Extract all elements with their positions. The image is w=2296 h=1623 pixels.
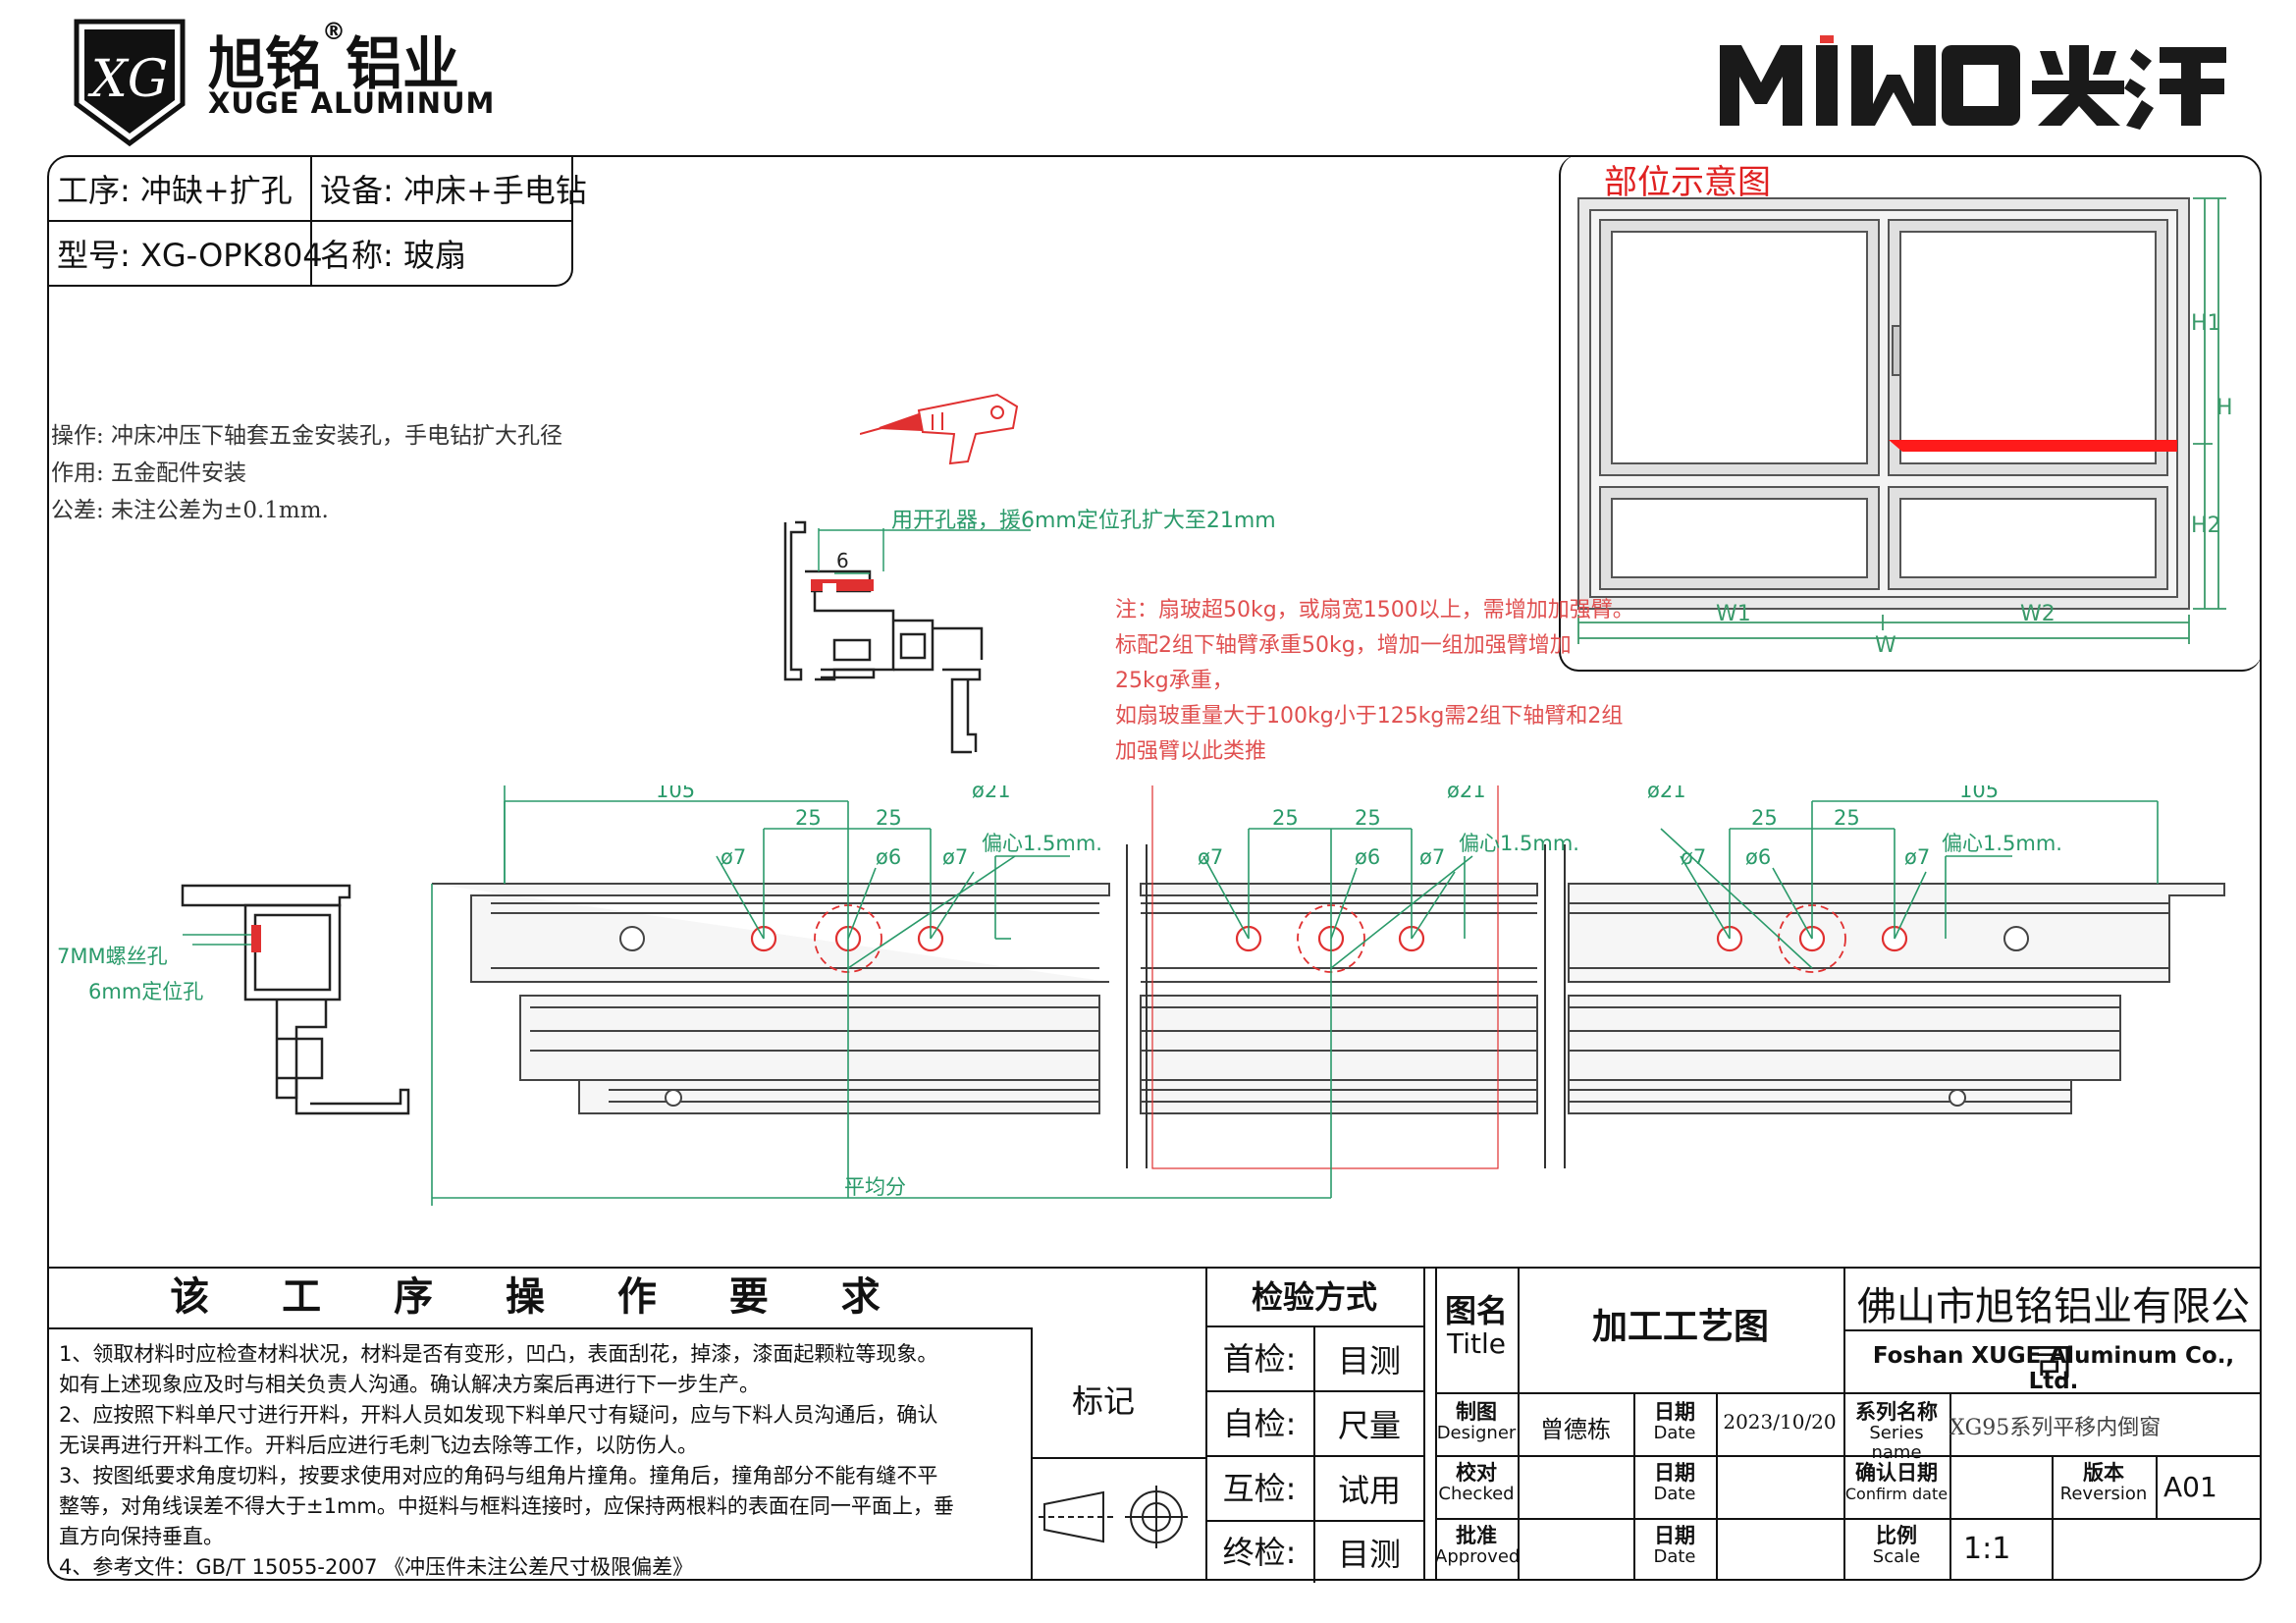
note-operation: 操作: 冲床冲压下轴套五金安装孔，手电钻扩大孔径 — [51, 423, 563, 449]
warning-note: 注：扇玻超50kg，或扇宽1500以上，需增加加强臂。 标配2组下轴臂承重50k… — [1115, 598, 1634, 764]
hole-right-end — [2003, 926, 2029, 951]
svg-text:ø7: ø7 — [942, 845, 968, 869]
drill-icon — [860, 393, 1019, 465]
company-name-cn: 佛山市旭铭铝业有限公司 — [1857, 1284, 2250, 1386]
inspection-row: 首检:目测 — [1205, 1327, 1423, 1392]
date-value: 2023/10/20 — [1723, 1410, 1837, 1434]
inspection-table: 首检:目测 自检:尺量 互检:试用 终检:目测 — [1205, 1327, 1423, 1583]
hole-left-end — [619, 926, 645, 951]
xuge-shield-icon: XG — [74, 19, 186, 147]
designer-value: 曾德栋 — [1540, 1416, 1611, 1443]
miwo-logo — [1720, 35, 2230, 134]
svg-text:偏心1.5mm.: 偏心1.5mm. — [1942, 832, 2062, 855]
label-screw-hole: 7MM螺丝孔 — [57, 945, 168, 968]
label-w1: W1 — [1716, 602, 1751, 626]
svg-text:25: 25 — [1834, 806, 1860, 830]
dim-6: 6 — [836, 549, 849, 572]
svg-text:ø7: ø7 — [1419, 845, 1445, 869]
dim-25: 25 — [795, 806, 822, 830]
company-name-en: Foshan XUGE Aluminum Co., Ltd. — [1872, 1343, 2235, 1394]
svg-text:ø7: ø7 — [1681, 845, 1706, 869]
label-h: H — [2216, 396, 2233, 420]
dim-phi6: ø6 — [876, 845, 901, 869]
svg-text:偏心1.5mm.: 偏心1.5mm. — [1459, 832, 1579, 855]
process-label: 工序: 冲缺+扩孔 — [57, 172, 293, 209]
position-diagram-box — [1559, 155, 2262, 672]
req-item: 1、领取材料时应检查材料状况，材料是否有变形，凹凸，表面刮花，掉漆，漆面起颗粒等… — [59, 1342, 938, 1366]
label-w: W — [1875, 633, 1896, 658]
dim-phi21: ø21 — [972, 785, 1011, 802]
brand-name-cn: 旭铭®铝业 — [208, 18, 460, 97]
brand-name-en: XUGE ALUMINUM — [208, 86, 496, 120]
revision-value: A01 — [2163, 1471, 2217, 1503]
extrusion-plan: 105 25 25 ø21 ø7 ø6 ø7 偏心1.5mm. 25 25 ø2… — [431, 785, 2225, 1206]
position-diagram-title: 部位示意图 — [1604, 163, 1771, 202]
model-label: 型号: XG-OPK804 — [57, 237, 323, 274]
svg-text:ø6: ø6 — [1355, 845, 1380, 869]
xuge-logo: XG — [73, 18, 187, 147]
req-item: 无误再进行开料工作。开料后应进行毛刺飞边去除等工作，以防伤人。 — [59, 1434, 698, 1457]
req-item: 如有上述现象应及时与相关负责人沟通。确认解决方案后再进行下一步生产。 — [59, 1373, 760, 1396]
svg-text:25: 25 — [1272, 806, 1299, 830]
svg-text:XG: XG — [87, 50, 169, 109]
label-w2: W2 — [2020, 602, 2056, 626]
req-item: 2、应按照下料单尺寸进行开料，开料人员如发现下料单尺寸有疑问，应与下料人员沟通后… — [59, 1403, 938, 1427]
svg-text:ø7: ø7 — [1904, 845, 1930, 869]
scale-value: 1:1 — [1963, 1532, 2011, 1566]
dim-even-split: 平均分 — [844, 1175, 906, 1199]
note-purpose: 作用: 五金配件安装 — [51, 460, 247, 486]
dim-phi7: ø7 — [721, 845, 746, 869]
name-label: 名称: 玻扇 — [320, 237, 466, 274]
req-item: 直方向保持垂直。 — [59, 1525, 224, 1548]
inspection-title: 检验方式 — [1205, 1267, 1423, 1327]
svg-text:ø21: ø21 — [1647, 785, 1686, 802]
requirements-title: 该 工 序 操 作 要 求 — [47, 1267, 1033, 1329]
profile-section-top: 6 — [783, 520, 1031, 754]
note-tolerance: 公差: 未注公差为±0.1mm. — [51, 498, 329, 523]
dim-eccentric: 偏心1.5mm. — [982, 832, 1102, 855]
dim-105-left: 105 — [656, 785, 695, 802]
label-locate-hole: 6mm定位孔 — [88, 980, 204, 1003]
svg-text:ø6: ø6 — [1745, 845, 1771, 869]
projection-symbol-icon — [1039, 1486, 1188, 1548]
svg-text:25: 25 — [1355, 806, 1381, 830]
label-h2: H2 — [2191, 514, 2221, 538]
svg-text:105: 105 — [1959, 785, 1999, 802]
operation-requirements: 该 工 序 操 作 要 求 1、领取材料时应检查材料状况，材料是否有变形，凹凸，… — [47, 1267, 1033, 1583]
inspection-row: 互检:试用 — [1205, 1457, 1423, 1522]
label-h1: H1 — [2191, 311, 2221, 336]
svg-text:25: 25 — [1751, 806, 1778, 830]
svg-text:ø7: ø7 — [1198, 845, 1223, 869]
equipment-label: 设备: 冲床+手电钻 — [320, 172, 587, 209]
drill-instruction: 用开孔器，援6mm定位孔扩大至21mm — [891, 509, 1276, 533]
inspection-row: 终检:目测 — [1205, 1522, 1423, 1583]
svg-text:25: 25 — [876, 806, 902, 830]
mark-label: 标记 — [1072, 1382, 1136, 1420]
req-item: 3、按图纸要求角度切料，按要求使用对应的角码与组角片撞角。撞角后，撞角部分不能有… — [59, 1464, 938, 1488]
highlight-rail — [1889, 440, 2177, 452]
drawing-title: 加工工艺图 — [1591, 1307, 1769, 1347]
series-value: XG95系列平移内倒窗 — [1949, 1416, 2162, 1440]
req-item: 整等，对角线误差不得大于±1mm。中挺料与框料连接时，应保持两根料的表面在同一平… — [59, 1494, 954, 1518]
drawing-frame — [47, 155, 2262, 1581]
svg-text:ø21: ø21 — [1447, 785, 1486, 802]
window-diagram: H1 H2 H W1 W2 W — [1577, 197, 2233, 658]
profile-section-side — [181, 884, 410, 1115]
req-item: 4、参考文件：GB/T 15055-2007 《冲压件未注公差尺寸极限偏差》 — [59, 1555, 694, 1579]
inspection-row: 自检:尺量 — [1205, 1392, 1423, 1457]
